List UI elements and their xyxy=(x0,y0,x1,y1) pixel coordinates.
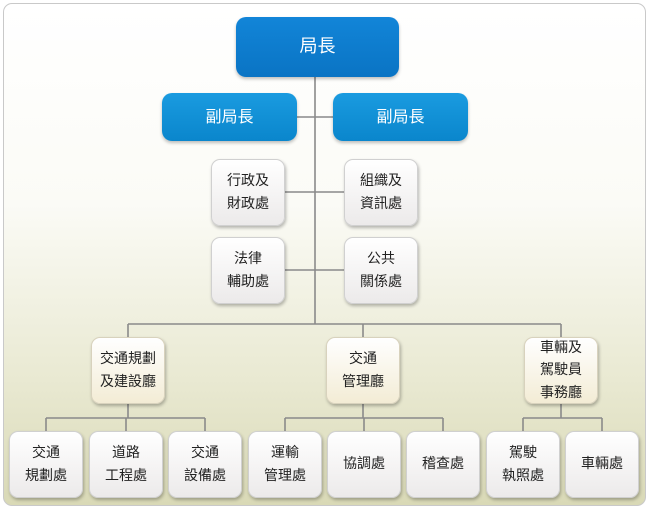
node-label: 行政及 xyxy=(227,173,269,190)
node-label: 駕駛 xyxy=(509,445,537,462)
node-label: 駕駛員 xyxy=(540,362,582,379)
node-label: 局長 xyxy=(299,35,336,57)
node-label: 交通規劃 xyxy=(100,351,156,368)
node-coordination-division: 協調處 xyxy=(327,431,401,498)
node-public-relations-office: 公共 關係處 xyxy=(344,237,418,304)
node-label: 車輛及 xyxy=(540,340,582,357)
node-transport-management-division: 運輸 管理處 xyxy=(248,431,322,498)
node-label: 副局長 xyxy=(376,107,425,127)
node-label: 規劃處 xyxy=(25,467,67,484)
node-legal-support-office: 法律 輔助處 xyxy=(211,237,285,304)
node-label: 關係處 xyxy=(360,273,402,290)
node-vehicles-drivers-dept: 車輛及 駕駛員 事務廳 xyxy=(524,337,598,404)
node-label: 管理處 xyxy=(264,467,306,484)
node-label: 交通 xyxy=(32,445,60,462)
connector-lines xyxy=(45,77,603,431)
node-label: 組織及 xyxy=(360,173,402,190)
node-planning-construction-dept: 交通規劃 及建設廳 xyxy=(91,337,165,404)
node-director: 局長 xyxy=(236,17,399,77)
node-road-engineering-division: 道路 工程處 xyxy=(89,431,163,498)
node-label: 運輸 xyxy=(271,445,299,462)
node-vehicle-division: 車輛處 xyxy=(565,431,639,498)
node-deputy-director-right: 副局長 xyxy=(333,93,468,141)
node-label: 財政處 xyxy=(227,195,269,212)
node-admin-finance-office: 行政及 財政處 xyxy=(211,159,285,226)
node-traffic-equipment-division: 交通 設備處 xyxy=(168,431,242,498)
node-label: 事務廳 xyxy=(540,384,582,401)
node-label: 車輛處 xyxy=(581,456,623,473)
node-label: 執照處 xyxy=(502,467,544,484)
node-label: 管理廳 xyxy=(342,373,384,390)
org-chart: 局長 副局長 副局長 行政及 財政處 組織及 資訊處 法律 輔助處 公共 關係處… xyxy=(3,3,646,506)
node-label: 設備處 xyxy=(184,467,226,484)
node-label: 資訊處 xyxy=(360,195,402,212)
node-organization-it-office: 組織及 資訊處 xyxy=(344,159,418,226)
node-driving-license-division: 駕駛 執照處 xyxy=(486,431,560,498)
node-traffic-management-dept: 交通 管理廳 xyxy=(326,337,400,404)
node-label: 交通 xyxy=(191,445,219,462)
node-inspection-division: 稽查處 xyxy=(406,431,480,498)
node-label: 及建設廳 xyxy=(100,373,156,390)
node-deputy-director-left: 副局長 xyxy=(162,93,297,141)
node-label: 稽查處 xyxy=(422,456,464,473)
node-traffic-planning-division: 交通 規劃處 xyxy=(9,431,83,498)
node-label: 道路 xyxy=(112,445,140,462)
node-label: 協調處 xyxy=(343,456,385,473)
node-label: 法律 xyxy=(234,251,262,268)
node-label: 副局長 xyxy=(205,107,254,127)
node-label: 公共 xyxy=(367,251,395,268)
node-label: 交通 xyxy=(349,351,377,368)
node-label: 輔助處 xyxy=(227,273,269,290)
node-label: 工程處 xyxy=(105,467,147,484)
